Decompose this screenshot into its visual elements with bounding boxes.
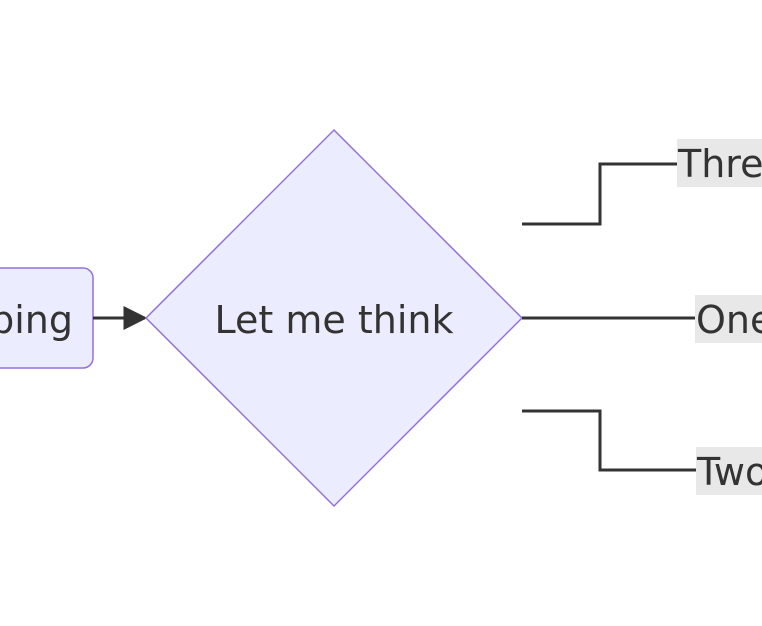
edge-label-one-text: One — [696, 298, 762, 342]
edge-label-two-bg — [696, 447, 762, 495]
edge-label-three-bg — [677, 139, 762, 187]
start-node[interactable]: ping — [0, 267, 94, 369]
edge-label-three-text: Thre — [677, 142, 762, 186]
edge-label-two: Two — [696, 447, 762, 495]
edge-label-three: Thre — [677, 139, 762, 187]
decision-node[interactable]: Let me think — [144, 128, 524, 508]
start-node-label: ping — [0, 298, 73, 342]
decision-node-label: Let me think — [215, 298, 454, 342]
edge-decision-to-three — [522, 162, 678, 226]
decision-node-diamond — [144, 128, 524, 508]
edge-label-one-bg — [695, 295, 762, 343]
edge-label-one: One — [695, 295, 762, 343]
edge-decision-to-two — [522, 409, 697, 472]
edge-label-two-text: Two — [696, 450, 762, 494]
